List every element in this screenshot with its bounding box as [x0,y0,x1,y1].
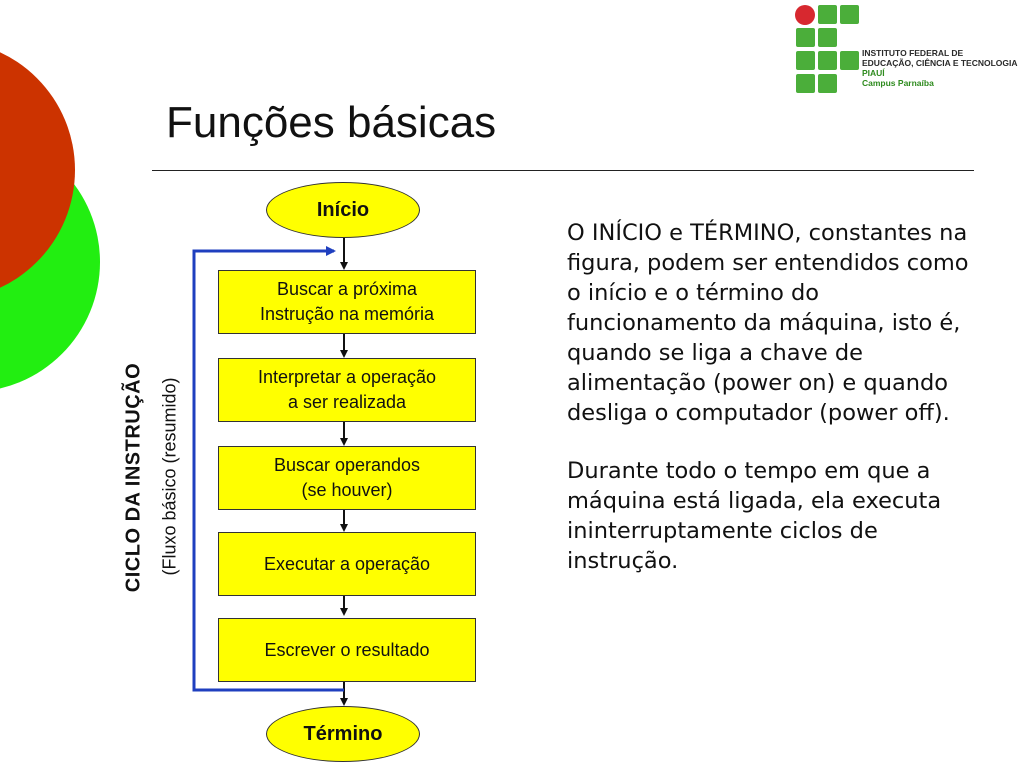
cycle-sublabel: (Fluxo básico (resumido) [159,377,180,576]
logo-line-3: PIAUÍ [862,68,885,78]
step-3-line-1: Buscar operandos [273,455,421,475]
logo-line-4: Campus Parnaíba [862,78,934,88]
logo-line-1: INSTITUTO FEDERAL DE [862,48,964,58]
step-fetch-operands: Buscar operandos (se houver) [218,446,476,510]
step-2-line-1: Interpretar a operação [257,367,437,387]
slide-title: Funções básicas [166,98,497,147]
step-3-line-2: (se houver) [301,480,393,500]
start-node: Início [266,182,420,238]
step-4-label: Executar a operação [263,553,431,574]
explanation-text: O INÍCIO e TÉRMINO, constantes na figura… [567,218,977,604]
logo-text: INSTITUTO FEDERAL DE EDUCAÇÃO, CIÊNCIA E… [862,48,1018,88]
cycle-label: CICLO DA INSTRUÇÃO [122,362,145,593]
end-node: Término [266,706,420,762]
paragraph-2: Durante todo o tempo em que a máquina es… [567,458,942,574]
title-divider [152,170,974,171]
logo-line-2: EDUCAÇÃO, CIÊNCIA E TECNOLOGIA [862,58,1018,68]
step-interpret-operation: Interpretar a operação a ser realizada [218,358,476,422]
step-2-line-2: a ser realizada [287,392,407,412]
paragraph-1: O INÍCIO e TÉRMINO, constantes na figura… [567,220,969,426]
logo-squares [795,5,859,93]
step-1-line-1: Buscar a próxima [276,279,418,299]
decorative-circles [0,52,100,389]
step-1-line-2: Instrução na memória [259,304,435,324]
step-execute-operation: Executar a operação [218,532,476,596]
loop-arrow [192,246,344,692]
step-5-label: Escrever o resultado [264,639,430,660]
red-circle [0,52,75,288]
institute-logo [794,4,1024,98]
step-write-result: Escrever o resultado [218,618,476,682]
